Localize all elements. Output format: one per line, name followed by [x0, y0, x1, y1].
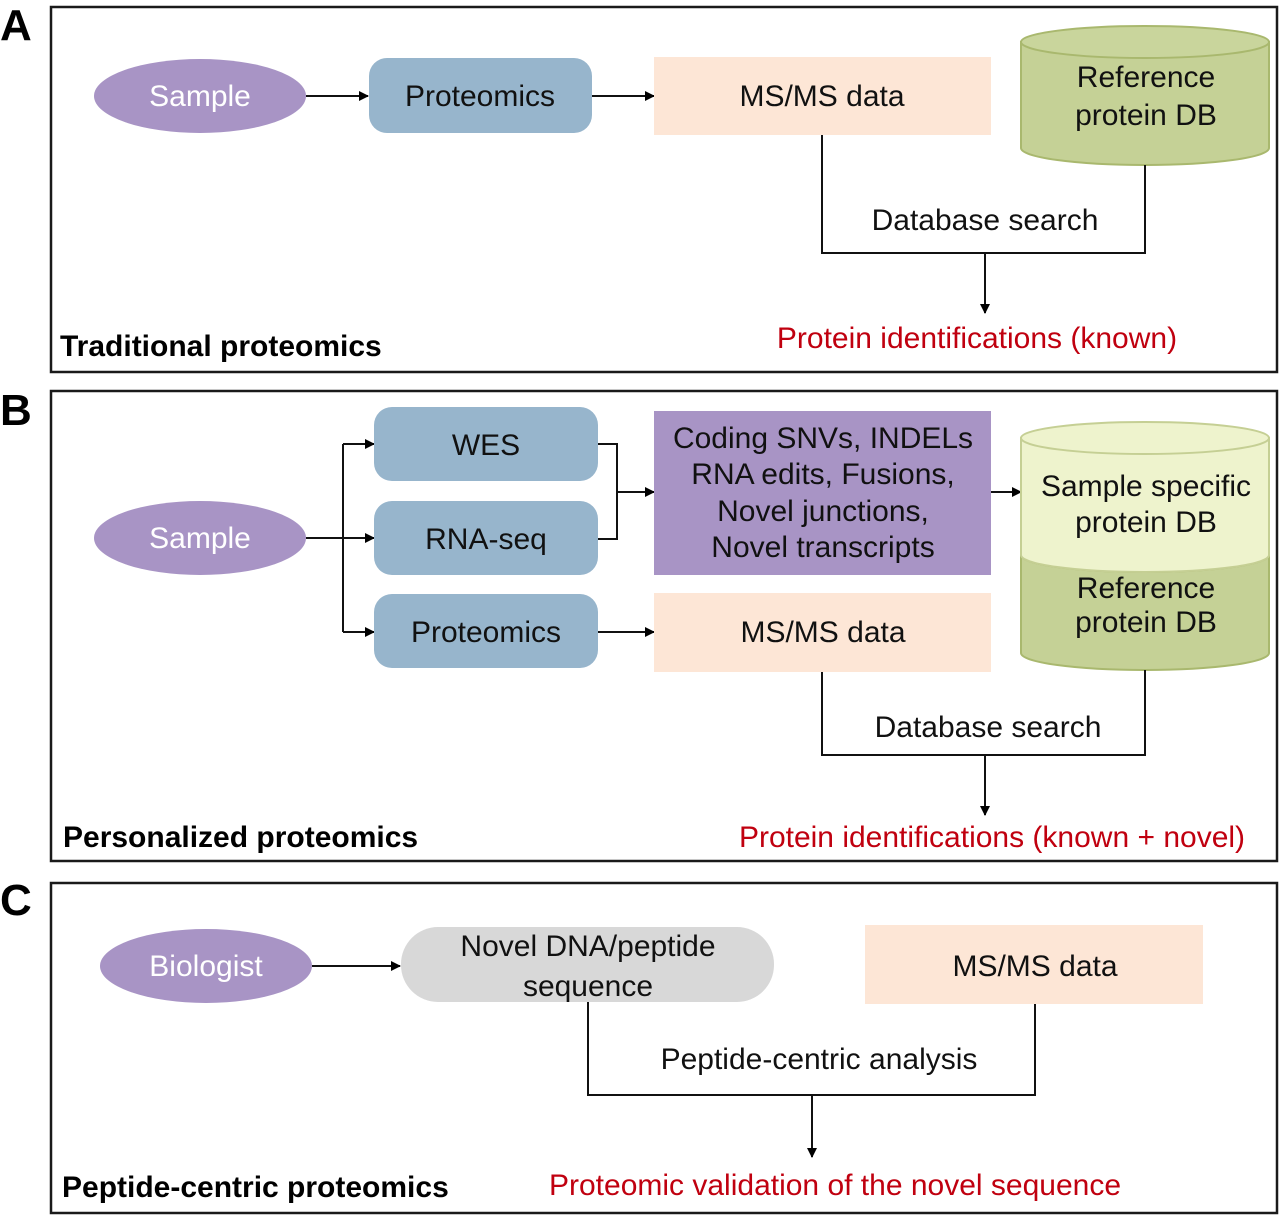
reference-db-label-line2: protein DB — [1075, 606, 1217, 639]
wes-node: WES — [374, 407, 598, 481]
sample-node: Sample — [94, 59, 306, 133]
reference-db-label-line1: Reference — [1077, 572, 1215, 605]
sample-oval — [94, 59, 306, 133]
reference-db-body — [1020, 41, 1270, 166]
panel-c: C Biologist Novel DNA/peptide sequence M… — [0, 876, 1279, 1215]
panel-b-title: Personalized proteomics — [63, 821, 418, 854]
proteomics-node: Proteomics — [374, 594, 598, 668]
database-search-connector — [821, 670, 1146, 756]
query-label-line1: Novel DNA/peptide — [460, 930, 715, 963]
rnaseq-node: RNA-seq — [374, 501, 598, 575]
panel-b-frame — [49, 389, 1279, 863]
wes-rnaseq-merge-connector — [598, 443, 618, 540]
panel-c-letter: C — [0, 876, 32, 925]
database-search-connector — [821, 135, 1146, 254]
msms-box — [654, 57, 991, 135]
result-label: Protein identifications (known + novel) — [739, 821, 1245, 854]
variants-node: Coding SNVs, INDELs RNA edits, Fusions, … — [654, 411, 991, 575]
query-label-line2: sequence — [523, 970, 653, 1003]
sample-label: Sample — [149, 80, 251, 113]
query-node: Novel DNA/peptide sequence — [401, 927, 774, 1003]
proteomics-box — [374, 594, 598, 668]
msms-box — [654, 593, 991, 672]
biologist-label: Biologist — [149, 950, 263, 983]
variants-label-line4: Novel transcripts — [711, 531, 934, 564]
msms-node: MS/MS data — [654, 593, 991, 672]
msms-box — [865, 925, 1203, 1004]
panel-c-frame — [49, 881, 1279, 1215]
rnaseq-box — [374, 501, 598, 575]
sample-db-body — [1020, 437, 1270, 573]
proteomics-box — [369, 58, 592, 133]
reference-db-top — [1020, 25, 1270, 59]
variants-box — [654, 411, 991, 575]
sample-oval — [94, 501, 306, 575]
variants-label-line1: Coding SNVs, INDELs — [673, 422, 973, 455]
proteomics-node: Proteomics — [369, 58, 592, 133]
msms-label: MS/MS data — [739, 80, 904, 113]
sample-db-label-line2: protein DB — [1075, 506, 1217, 539]
proteomics-label: Proteomics — [405, 80, 555, 113]
variants-label-line3: Novel junctions, — [717, 495, 929, 528]
panel-c-title: Peptide-centric proteomics — [62, 1171, 449, 1204]
msms-label: MS/MS data — [740, 616, 905, 649]
database-search-label: Database search — [875, 711, 1102, 744]
variants-label-line2: RNA edits, Fusions, — [691, 458, 954, 491]
msms-node: MS/MS data — [865, 925, 1203, 1004]
msms-label: MS/MS data — [952, 950, 1117, 983]
sample-node: Sample — [94, 501, 306, 575]
sample-label: Sample — [149, 522, 251, 555]
combined-db-cylinder: Sample specific protein DB Reference pro… — [1020, 421, 1270, 671]
panel-b-letter: B — [0, 386, 32, 435]
sample-db-top — [1020, 421, 1270, 455]
proteomics-label: Proteomics — [411, 616, 561, 649]
database-search-label: Database search — [872, 204, 1099, 237]
biologist-node: Biologist — [100, 929, 312, 1003]
panel-a: A Sample Proteomics MS/MS data Reference… — [0, 1, 1279, 374]
panel-a-title: Traditional proteomics — [60, 330, 382, 363]
result-label: Proteomic validation of the novel sequen… — [549, 1169, 1121, 1202]
biologist-oval — [100, 929, 312, 1003]
panel-b: B Sample WES RNA-seq Proteomics Coding S… — [0, 386, 1279, 863]
msms-node: MS/MS data — [654, 57, 991, 135]
reference-db-label-line2: protein DB — [1075, 99, 1217, 132]
wes-label: WES — [452, 429, 520, 462]
reference-db-label-line1: Reference — [1077, 61, 1215, 94]
panel-a-frame — [49, 5, 1279, 374]
wes-box — [374, 407, 598, 481]
peptide-centric-analysis-label: Peptide-centric analysis — [661, 1043, 978, 1076]
reference-db-cylinder: Reference protein DB — [1020, 25, 1270, 166]
sample-db-label-line1: Sample specific — [1041, 470, 1251, 503]
rnaseq-label: RNA-seq — [425, 523, 547, 556]
result-label: Protein identifications (known) — [777, 322, 1177, 355]
panel-a-letter: A — [0, 1, 32, 50]
query-box — [401, 927, 774, 1002]
